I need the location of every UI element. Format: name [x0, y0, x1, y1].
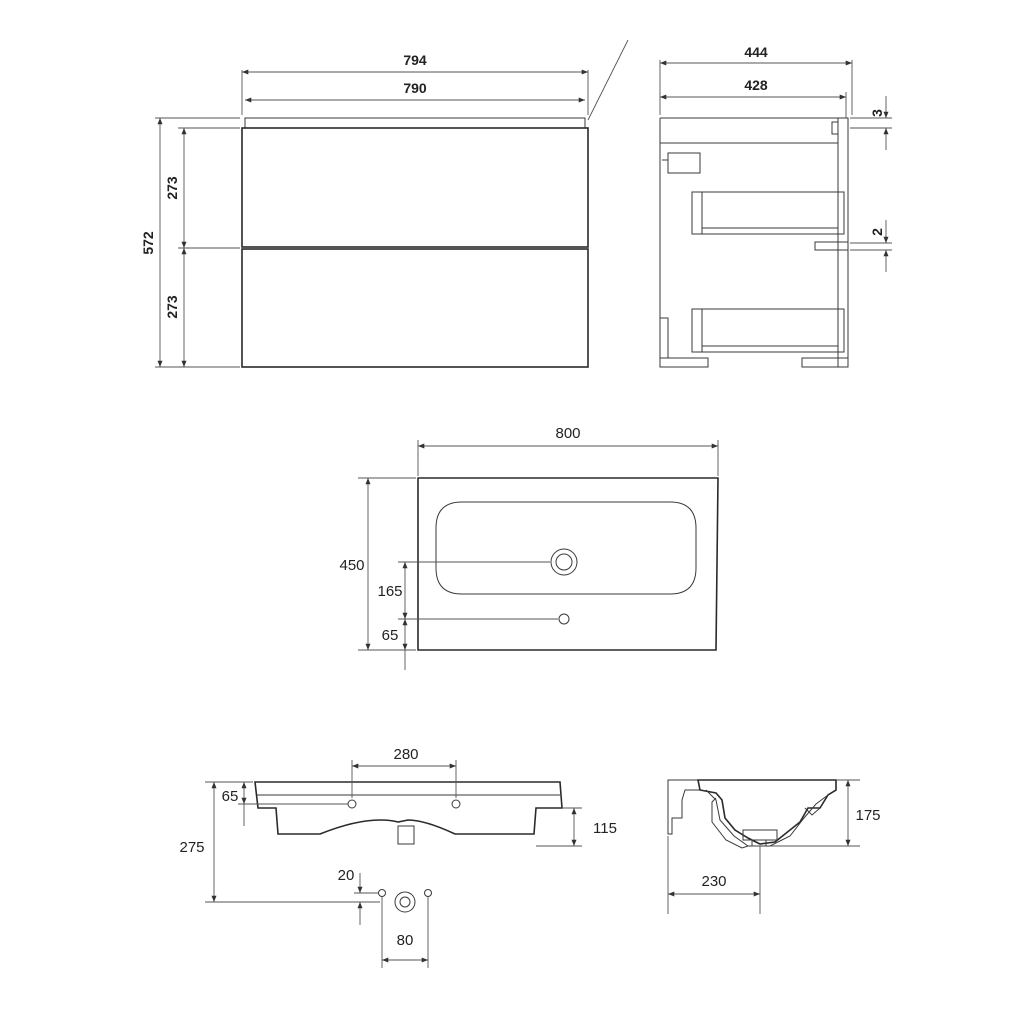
- dim-450-label: 450: [339, 557, 364, 574]
- drain-spigot: [397, 825, 415, 845]
- detail-drain-inner: [399, 896, 411, 908]
- detail-hole-left: [378, 889, 386, 897]
- dim-115-label: 115: [593, 820, 617, 837]
- dim-175-label: 175: [855, 807, 880, 824]
- drawer-bottom: [241, 248, 589, 368]
- dim-800-label: 800: [555, 425, 580, 442]
- dim-273-bottom-label: 273: [164, 295, 180, 319]
- fixing-hole-left: [347, 799, 357, 809]
- fixing-hole-right: [451, 799, 461, 809]
- dim-80-label: 80: [397, 932, 414, 949]
- dim-428-label: 428: [744, 77, 768, 93]
- dim-444-label: 444: [744, 44, 768, 60]
- drain-inner: [555, 553, 573, 571]
- handle-block: [667, 152, 701, 174]
- basin-front-view: 280 65 275 115 20 80: [179, 746, 617, 968]
- drain-outer: [550, 548, 578, 576]
- basin-side-section: 175 230: [667, 779, 881, 914]
- tap-hole: [558, 613, 570, 625]
- basin-section-outline: [697, 779, 837, 845]
- dim-230-label: 230: [701, 873, 726, 890]
- dim-280-label: 280: [393, 746, 418, 763]
- basin-top-view: 800 450 165 65: [339, 425, 719, 670]
- detail-drain-outer: [394, 891, 416, 913]
- basin-bowl: [435, 501, 697, 595]
- basin-front-outline: [254, 781, 563, 835]
- dim-794-label: 794: [403, 52, 427, 68]
- dim-2-label: 2: [869, 228, 885, 236]
- dim-65-front-label: 65: [222, 788, 239, 805]
- dim-273-top-label: 273: [164, 176, 180, 200]
- drawer-top: [241, 127, 589, 248]
- cabinet-top-slab: [244, 117, 586, 129]
- dim-65-top-label: 65: [382, 627, 399, 644]
- mid-rail: [814, 241, 849, 251]
- cabinet-front-view: 794 790 572 273 273: [140, 39, 629, 368]
- dim-20-label: 20: [338, 867, 355, 884]
- dim-165-label: 165: [377, 583, 402, 600]
- detail-hole-right: [424, 889, 432, 897]
- basin-outline: [417, 477, 719, 651]
- dim-790-label: 790: [403, 80, 427, 96]
- dim-3-label: 3: [869, 109, 885, 117]
- dim-572-label: 572: [140, 231, 156, 255]
- cabinet-side-section: 444 428 3 2: [659, 44, 892, 368]
- dim-275-label: 275: [179, 839, 204, 856]
